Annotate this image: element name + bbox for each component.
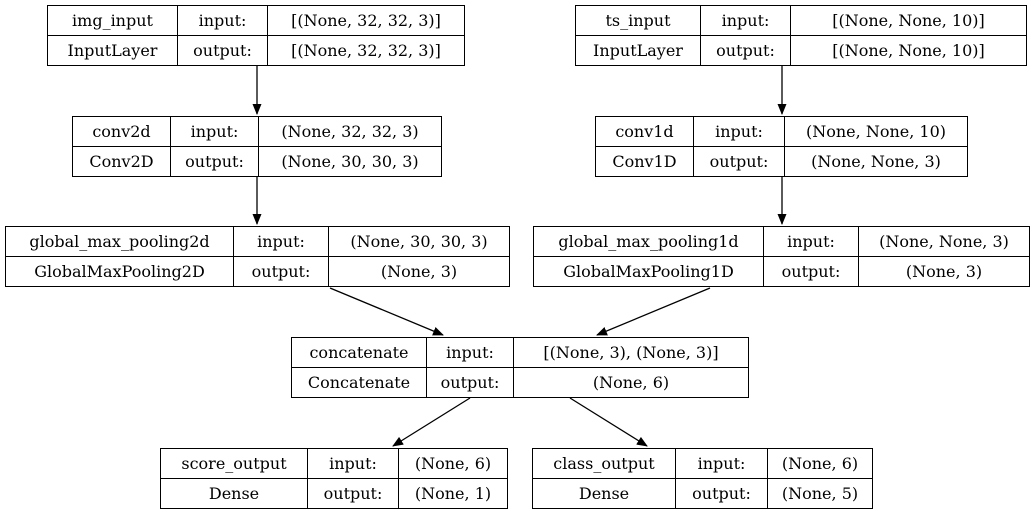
edge-concatenate-class_output bbox=[569, 397, 648, 447]
output-shape: (None, 1) bbox=[414, 483, 492, 503]
output-shape: (None, 30, 30, 3) bbox=[281, 151, 419, 171]
edge-global_max_pooling1d-concatenate bbox=[596, 287, 711, 336]
input-shape: (None, None, 10) bbox=[785, 117, 967, 147]
layer-class: Conv1D bbox=[596, 146, 694, 176]
node-conv1d: conv1d input: (None, None, 10) Conv1D ou… bbox=[595, 116, 968, 177]
input-label: input: bbox=[694, 117, 785, 147]
input-shape: [(None, None, 10)] bbox=[791, 6, 1026, 36]
input-shape: (None, 6) bbox=[399, 449, 507, 479]
node-ts_input: ts_input input: [(None, None, 10)] Input… bbox=[575, 5, 1027, 66]
input-shape: (None, None, 3) bbox=[859, 227, 1029, 257]
layer-class: InputLayer bbox=[576, 35, 701, 65]
layer-name: global_max_pooling2d bbox=[6, 227, 234, 257]
input-label: input: bbox=[171, 117, 259, 147]
output-shape: (None, 6) bbox=[592, 372, 670, 392]
node-concatenate: concatenate input: [(None, 3), (None, 3)… bbox=[291, 337, 749, 398]
edge-concatenate-score_output bbox=[392, 397, 471, 447]
input-shape: (None, 32, 32, 3) bbox=[259, 117, 441, 147]
node-global_max_pooling2d: global_max_pooling2d input: (None, 30, 3… bbox=[5, 226, 510, 287]
input-label: input: bbox=[308, 449, 399, 479]
layer-name: ts_input bbox=[576, 6, 701, 36]
output-label: output: bbox=[764, 256, 859, 286]
input-shape: (None, 30, 30, 3) bbox=[329, 227, 509, 257]
edge-global_max_pooling2d-concatenate bbox=[329, 287, 444, 336]
layer-class: Concatenate bbox=[292, 367, 427, 397]
output-shape: [(None, None, 10)] bbox=[832, 40, 985, 60]
node-class_output: class_output input: (None, 6) Dense outp… bbox=[532, 448, 873, 509]
output-label: output: bbox=[701, 35, 791, 65]
layer-name: conv1d bbox=[596, 117, 694, 147]
output-shape: [(None, 32, 32, 3)] bbox=[291, 40, 441, 60]
output-shape: (None, 3) bbox=[380, 261, 458, 281]
input-shape: [(None, 32, 32, 3)] bbox=[268, 6, 464, 36]
input-label: input: bbox=[676, 449, 768, 479]
output-label: output: bbox=[676, 478, 768, 508]
layer-class: GlobalMaxPooling2D bbox=[6, 256, 234, 286]
layer-class: Dense bbox=[533, 478, 676, 508]
input-shape: (None, 6) bbox=[768, 449, 872, 479]
layer-name: class_output bbox=[533, 449, 676, 479]
layer-class: Conv2D bbox=[73, 146, 171, 176]
layer-name: global_max_pooling1d bbox=[534, 227, 764, 257]
node-score_output: score_output input: (None, 6) Dense outp… bbox=[160, 448, 508, 509]
node-global_max_pooling1d: global_max_pooling1d input: (None, None,… bbox=[533, 226, 1030, 287]
output-label: output: bbox=[308, 478, 399, 508]
input-label: input: bbox=[764, 227, 859, 257]
node-conv2d: conv2d input: (None, 32, 32, 3) Conv2D o… bbox=[72, 116, 442, 177]
layer-class: GlobalMaxPooling1D bbox=[534, 256, 764, 286]
output-label: output: bbox=[178, 35, 268, 65]
input-label: input: bbox=[178, 6, 268, 36]
node-img_input: img_input input: [(None, 32, 32, 3)] Inp… bbox=[47, 5, 465, 66]
layer-name: score_output bbox=[161, 449, 308, 479]
layer-name: img_input bbox=[48, 6, 178, 36]
input-label: input: bbox=[427, 338, 514, 368]
output-label: output: bbox=[171, 146, 259, 176]
input-label: input: bbox=[234, 227, 329, 257]
output-label: output: bbox=[234, 256, 329, 286]
layer-name: conv2d bbox=[73, 117, 171, 147]
layer-name: concatenate bbox=[292, 338, 427, 368]
input-label: input: bbox=[701, 6, 791, 36]
output-shape: (None, 5) bbox=[781, 483, 859, 503]
output-label: output: bbox=[694, 146, 785, 176]
output-label: output: bbox=[427, 367, 514, 397]
output-shape: (None, 3) bbox=[905, 261, 983, 281]
input-shape: [(None, 3), (None, 3)] bbox=[514, 338, 748, 368]
output-shape: (None, None, 3) bbox=[811, 151, 941, 171]
layer-class: InputLayer bbox=[48, 35, 178, 65]
layer-class: Dense bbox=[161, 478, 308, 508]
